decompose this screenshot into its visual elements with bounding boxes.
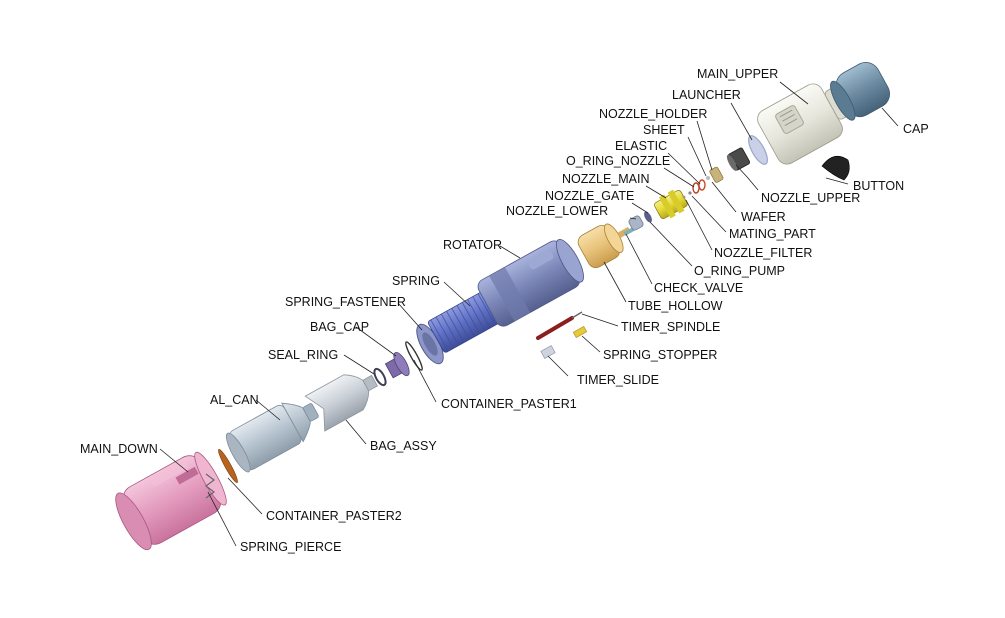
container-paster2-part <box>218 449 238 483</box>
leader-container-paster2 <box>227 477 263 515</box>
launcher-part <box>748 135 768 165</box>
timer-slide-part <box>540 345 556 359</box>
mating-part-part <box>688 191 692 195</box>
label-spring-stopper: SPRING_STOPPER <box>603 348 717 362</box>
label-container-paster1: CONTAINER_PASTER1 <box>441 397 577 411</box>
label-elastic: ELASTIC <box>615 139 667 153</box>
leader-bag-assy <box>345 419 367 445</box>
seal-ring-part <box>373 367 387 387</box>
check-valve-part <box>623 227 635 236</box>
label-o-ring-nozzle: O_RING_NOZZLE <box>566 154 670 168</box>
leader-button <box>825 177 849 185</box>
nozzle-gate-part <box>644 211 652 223</box>
label-timer-spindle: TIMER_SPINDLE <box>621 320 720 334</box>
button-part <box>821 155 850 181</box>
leader-container-paster1 <box>413 359 437 403</box>
leader-nozzle-filter <box>685 199 713 251</box>
leader-elastic <box>667 152 701 185</box>
label-o-ring-pump: O_RING_PUMP <box>694 264 785 278</box>
leader-lines <box>159 81 899 547</box>
label-mating-part: MATING_PART <box>729 227 816 241</box>
label-spring: SPRING <box>392 274 440 288</box>
label-nozzle-holder: NOZZLE_HOLDER <box>599 107 707 121</box>
rotator-part <box>477 238 584 327</box>
leader-sheet <box>687 136 707 177</box>
label-nozzle-gate: NOZZLE_GATE <box>545 189 634 203</box>
main-down-part <box>115 451 227 551</box>
label-main-upper: MAIN_UPPER <box>697 67 778 81</box>
label-wafer: WAFER <box>741 210 786 224</box>
label-cap: CAP <box>903 122 929 136</box>
leader-timer-slide <box>547 355 569 377</box>
leader-launcher <box>730 102 753 141</box>
leader-seal-ring <box>343 354 375 375</box>
leader-spring-fastener <box>397 302 423 331</box>
label-spring-fastener: SPRING_FASTENER <box>285 295 406 309</box>
label-sheet: SHEET <box>643 123 685 137</box>
cap-part <box>830 62 890 121</box>
leader-nozzle-main <box>645 185 667 199</box>
leader-rotator <box>499 245 521 259</box>
o-ring-nozzle-part <box>692 179 706 194</box>
label-bag-assy: BAG_ASSY <box>370 439 437 453</box>
nozzle-lower-part <box>628 215 644 231</box>
label-nozzle-lower: NOZZLE_LOWER <box>506 204 608 218</box>
leader-nozzle-lower <box>629 217 637 220</box>
label-bag-cap: BAG_CAP <box>310 320 369 334</box>
label-nozzle-upper: NOZZLE_UPPER <box>761 191 860 205</box>
leader-o-ring-nozzle <box>663 167 695 188</box>
label-al-can: AL_CAN <box>210 393 259 407</box>
leader-wafer <box>711 181 737 213</box>
bag-cap-part <box>384 352 410 379</box>
part-labels: MAIN_UPPER CAP LAUNCHER NOZZLE_HOLDER SH… <box>80 67 929 554</box>
nozzle-holder-part <box>709 166 724 183</box>
label-rotator: ROTATOR <box>443 238 502 252</box>
label-tube-hollow: TUBE_HOLLOW <box>628 299 723 313</box>
label-main-down: MAIN_DOWN <box>80 442 158 456</box>
label-launcher: LAUNCHER <box>672 88 741 102</box>
label-spring-pierce: SPRING_PIERCE <box>240 540 341 554</box>
leader-bag-cap <box>355 326 397 357</box>
leader-nozzle-holder <box>696 120 713 171</box>
spring-pierce-part <box>205 473 215 499</box>
leader-main-down <box>159 448 189 473</box>
label-timer-slide: TIMER_SLIDE <box>577 373 659 387</box>
al-can-part <box>225 402 319 473</box>
nozzle-main-part <box>654 189 688 219</box>
leader-al-can <box>255 399 281 421</box>
spring-stopper-part <box>572 326 588 338</box>
leader-main-upper <box>779 81 809 105</box>
nozzle-upper-part <box>726 147 751 171</box>
leader-tube-hollow <box>603 261 627 303</box>
leader-spring-stopper <box>581 335 601 353</box>
leader-spring-pierce <box>207 491 237 547</box>
label-nozzle-main: NOZZLE_MAIN <box>562 172 650 186</box>
leader-nozzle-upper <box>735 164 759 191</box>
label-button: BUTTON <box>853 179 904 193</box>
nozzle-filter-part <box>682 195 686 199</box>
leader-nozzle-gate <box>631 202 649 214</box>
leader-spring <box>443 281 471 307</box>
label-container-paster2: CONTAINER_PASTER2 <box>266 509 402 523</box>
timer-spindle-part <box>536 311 583 340</box>
leader-check-valve <box>625 233 653 285</box>
wafer-part <box>706 176 710 180</box>
leader-timer-spindle <box>581 313 619 327</box>
leader-cap <box>881 107 899 127</box>
leader-o-ring-pump <box>649 221 693 267</box>
label-check-valve: CHECK_VALVE <box>654 281 743 295</box>
label-nozzle-filter: NOZZLE_FILTER <box>714 246 812 260</box>
label-seal-ring: SEAL_RING <box>268 348 338 362</box>
leader-mating-part <box>691 195 727 233</box>
bag-assy-part <box>304 374 378 432</box>
